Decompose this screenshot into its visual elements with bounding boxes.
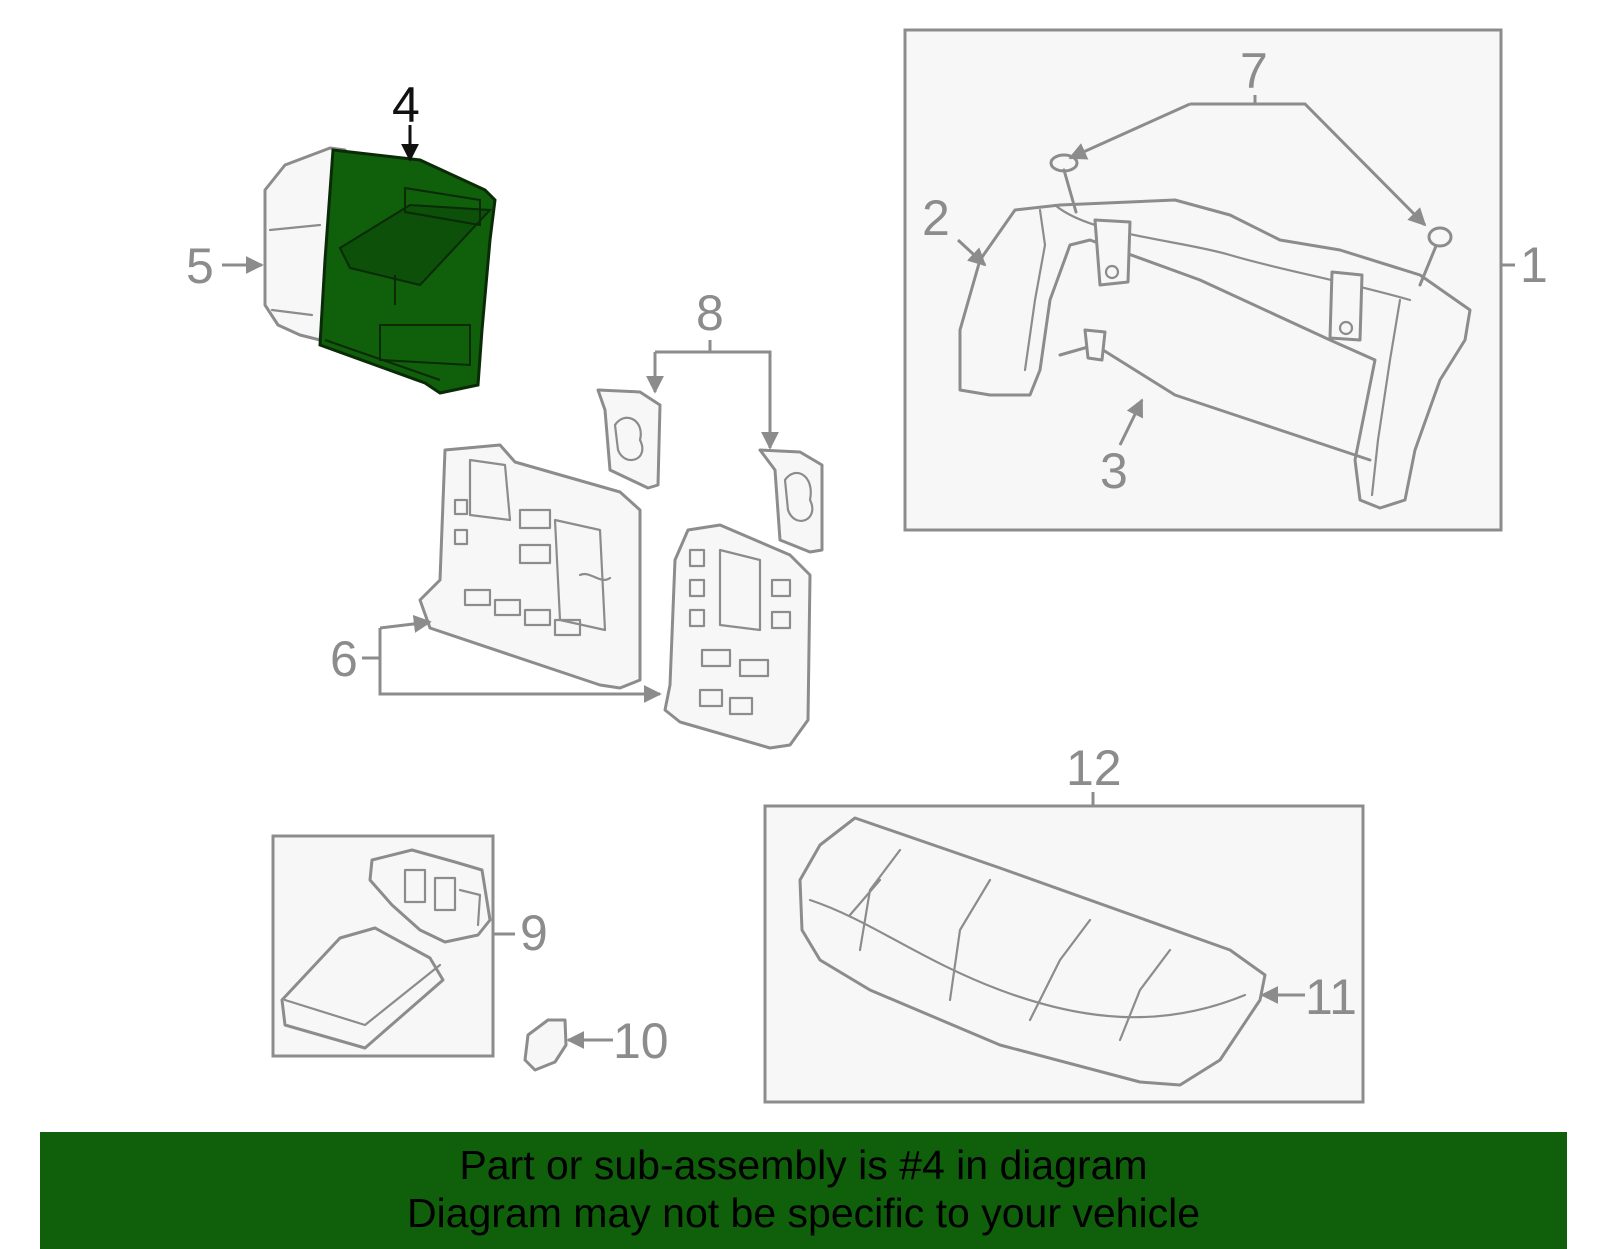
callout-2: 2 [922,190,950,246]
frame-bracket-right [1328,270,1364,342]
callout-5: 5 [186,238,214,294]
part-3-cable[interactable] [1058,343,1372,462]
callout-6: 6 [330,631,358,687]
callout-4: 4 [392,77,420,133]
callout-3: 3 [1100,443,1128,499]
part-10-cap[interactable] [523,1018,568,1072]
panel-group: 8 6 [330,285,824,750]
cap-group: 10 [523,1013,669,1072]
part-8-hinge-left[interactable] [596,388,662,490]
cable-clip [1083,328,1107,362]
seat-back-group: 4 5 [186,77,497,395]
frame-bracket-left [1093,218,1132,287]
callout-9: 9 [520,905,548,961]
latch-group: 9 [271,834,548,1058]
callout-12: 12 [1066,740,1122,796]
callout-7: 7 [1240,43,1268,99]
info-banner: Part or sub-assembly is #4 in diagram Di… [40,1132,1567,1249]
banner-line-2: Diagram may not be specific to your vehi… [406,1190,1200,1236]
banner-line-1: Part or sub-assembly is #4 in diagram [459,1142,1148,1188]
callout-11: 11 [1305,969,1357,1025]
part-9-latch-bracket[interactable] [368,848,492,944]
callout-1: 1 [1520,237,1548,293]
part-8-hinge-right[interactable] [758,448,824,554]
part-7-bolt-right[interactable] [1418,226,1453,287]
part-6-back-panel-left[interactable] [418,443,642,690]
callout-8: 8 [696,285,724,341]
callout-10: 10 [613,1013,669,1069]
frame-assembly-group: 7 2 3 1 [903,28,1548,532]
cushion-group: 12 11 [763,740,1365,1104]
part-11-seat-cushion[interactable] [798,816,1267,1087]
